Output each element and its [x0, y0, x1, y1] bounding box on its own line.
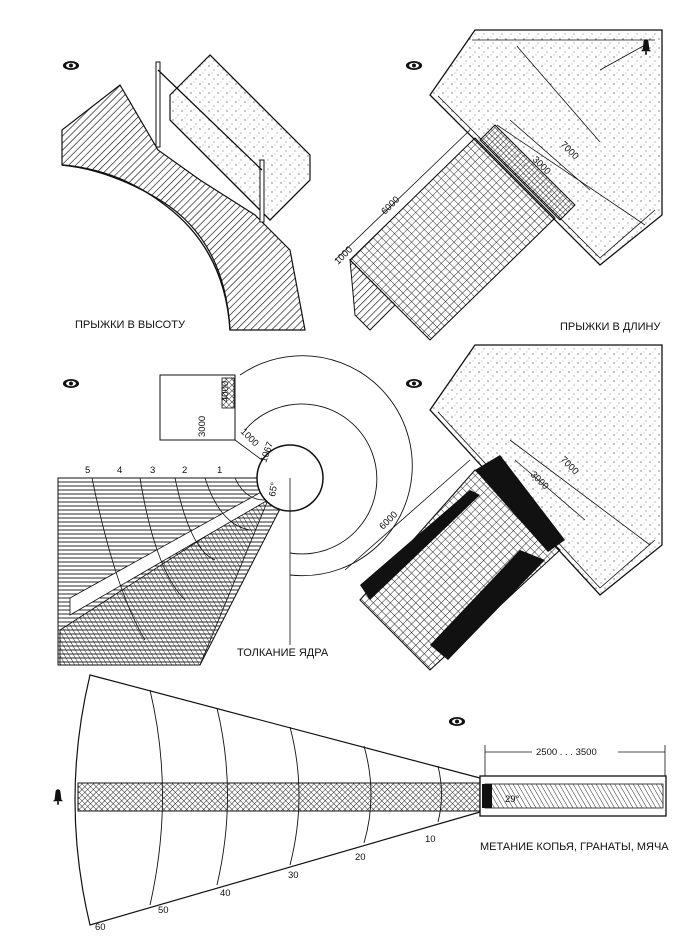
- arc-label: 10: [425, 834, 436, 845]
- crossbar: [157, 69, 263, 171]
- high-jump-caption: ПРЫЖКИ В ВЫСОТУ: [75, 319, 186, 331]
- dim-1000: 1000: [238, 426, 261, 449]
- dim-4000: 4000: [220, 381, 231, 402]
- dim-6000: 6000: [377, 509, 400, 532]
- eye-icon: [62, 61, 80, 70]
- dim-angle: 29°: [505, 794, 520, 805]
- take-off-board: [479, 124, 576, 221]
- dim-runway-length: 2500 . . . 3500: [536, 747, 597, 758]
- arc-label: 4: [117, 465, 122, 476]
- arc-label: 20: [355, 852, 366, 863]
- triple-jump-panel: 7000 3000 6000: [344, 344, 663, 671]
- throwing-runway-strip: [77, 782, 481, 812]
- throwing-caption: МЕТАНИЕ КОПЬЯ, ГРАНАТЫ, МЯЧА: [480, 841, 669, 853]
- throwing-panel: 2500 . . . 3500 29° 10 20 30 40 50 60 МЕ…: [52, 674, 669, 933]
- eye-icon: [405, 61, 423, 70]
- shot-put-caption: ТОЛКАНИЕ ЯДРА: [237, 647, 329, 659]
- arc-label: 40: [220, 888, 231, 899]
- arc-label: 3: [150, 465, 155, 476]
- eye-icon: [448, 717, 466, 726]
- bell-icon: [52, 789, 64, 805]
- high-jump-stand: [259, 159, 265, 223]
- take-off-board: [475, 455, 565, 552]
- eye-icon: [405, 379, 423, 388]
- eye-icon: [62, 379, 80, 388]
- arc-label: 1: [217, 465, 222, 476]
- arc-label: 30: [288, 870, 299, 881]
- triple-jump-pit: [429, 344, 663, 596]
- long-jump-caption: ПРЫЖКИ В ДЛИНУ: [560, 321, 661, 333]
- long-jump-pit: [429, 29, 663, 266]
- high-jump-stand: [155, 61, 161, 148]
- arc-label: 5: [85, 465, 90, 476]
- dim-angle: 65°: [267, 481, 280, 497]
- high-jump-apron: [61, 84, 306, 331]
- dim-3000: 3000: [197, 416, 208, 437]
- arc-label: 60: [95, 922, 106, 933]
- shot-put-panel: 4000 3000 1000 1067 65° 5 4 3 2 1 ТОЛКАН…: [57, 355, 413, 666]
- high-jump-panel: ПРЫЖКИ В ВЫСОТУ: [61, 54, 311, 331]
- long-jump-runway: [349, 137, 556, 341]
- arc-label: 50: [158, 905, 169, 916]
- arc-label: 2: [182, 465, 187, 476]
- long-jump-panel: 7000 3000 6000 1000 ПРЫЖКИ В ДЛИНУ: [332, 29, 663, 341]
